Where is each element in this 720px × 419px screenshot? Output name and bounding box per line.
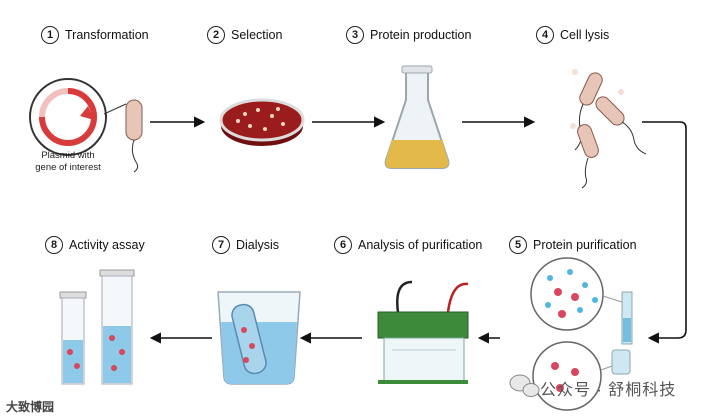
plasmid-caption-line-2: gene of interest <box>35 162 101 173</box>
step-label: Activity assay <box>69 238 145 252</box>
step-label: Cell lysis <box>560 28 610 42</box>
flask-icon <box>384 65 450 169</box>
step-number: 8 <box>45 236 63 254</box>
step-7: 7 Dialysis <box>212 236 279 254</box>
step-label: Analysis of purification <box>358 238 483 252</box>
step-number: 6 <box>334 236 352 254</box>
step-label: Transformation <box>65 28 149 42</box>
step-6: 6 Analysis of purification <box>334 236 482 254</box>
watermark-left: 大致博园 <box>6 400 55 414</box>
step-number: 3 <box>346 26 364 44</box>
plasmid-caption-line-1: Plasmid with <box>41 150 95 161</box>
petri-dish-icon <box>219 98 305 146</box>
step-8: 8 Activity assay <box>45 236 145 254</box>
cuvette-icon <box>59 269 135 385</box>
step-label: Protein purification <box>533 238 637 252</box>
step-label: Dialysis <box>236 238 280 252</box>
arrow-4-5 <box>642 121 687 344</box>
step-1: 1 Transformation <box>41 26 149 44</box>
step-number: 4 <box>536 26 554 44</box>
step-number: 2 <box>207 26 225 44</box>
gel-box-icon <box>377 280 469 384</box>
step-number: 7 <box>212 236 230 254</box>
step-5: 5 Protein purification <box>509 236 637 254</box>
step-label: Protein production <box>370 28 472 42</box>
watermark-right: 公众号 · 舒桐科技 <box>540 382 677 399</box>
step-3: 3 Protein production <box>346 26 471 44</box>
wechat-icon <box>509 374 540 397</box>
step-2: 2 Selection <box>207 26 282 44</box>
step-number: 1 <box>41 26 59 44</box>
step-4: 4 Cell lysis <box>536 26 609 44</box>
step-number: 5 <box>509 236 527 254</box>
step-label: Selection <box>231 28 283 42</box>
bacterium-icon <box>125 99 143 173</box>
lysed-cells-icon <box>570 69 647 189</box>
plasmid-icon <box>29 78 107 156</box>
plasmid-caption: Plasmid with gene of interest <box>20 150 116 174</box>
column-icon <box>530 257 633 411</box>
dialysis-beaker-icon <box>217 291 301 385</box>
